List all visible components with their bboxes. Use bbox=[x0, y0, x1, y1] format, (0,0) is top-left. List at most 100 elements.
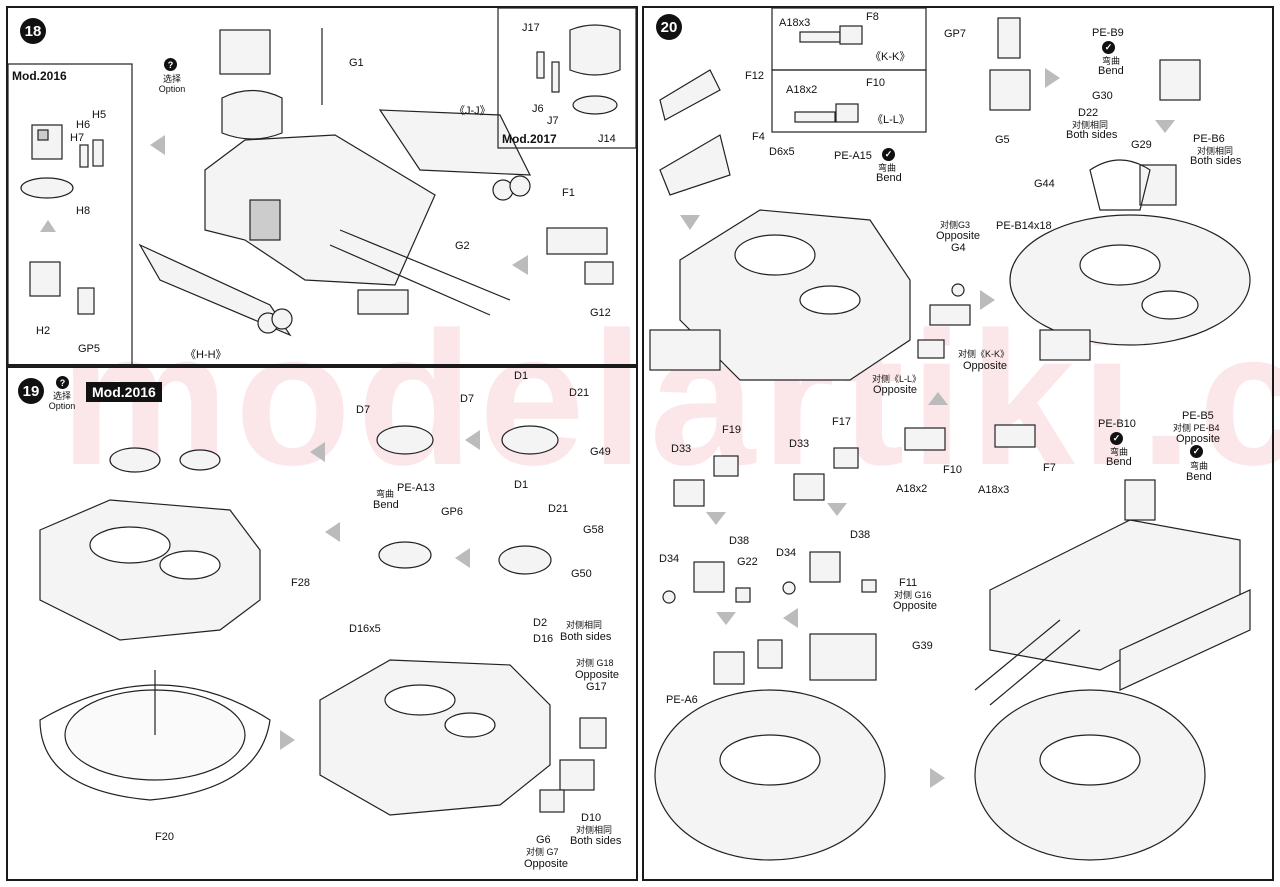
opposite-label: Opposite bbox=[1176, 433, 1221, 445]
part-label: F1 bbox=[562, 187, 575, 199]
mod-2016-title: Mod.2016 bbox=[12, 69, 67, 83]
part-label: H5 bbox=[92, 109, 107, 121]
part-label: G12 bbox=[590, 307, 611, 319]
panel-step-20 bbox=[642, 6, 1274, 881]
mod-2017-title: Mod.2017 bbox=[502, 132, 557, 146]
both-sides-cn: 对侧相同 bbox=[576, 825, 613, 835]
part-label: GP7 bbox=[944, 28, 967, 40]
panel-step-19 bbox=[6, 366, 638, 881]
part-label: F20 bbox=[155, 831, 174, 843]
part-label: D2 bbox=[533, 617, 548, 629]
part-label: G6 bbox=[536, 834, 551, 846]
bend-label-cn: 弯曲 bbox=[1110, 447, 1129, 457]
bend-icon: ✓ bbox=[1102, 41, 1115, 54]
part-label: G1 bbox=[349, 57, 364, 69]
part-label: G2 bbox=[455, 240, 470, 252]
option-label: 选择 Option bbox=[48, 391, 76, 411]
part-label: D16x5 bbox=[349, 623, 381, 635]
part-label: D10 bbox=[581, 812, 602, 824]
part-label: H2 bbox=[36, 325, 51, 337]
part-label: D1 bbox=[514, 479, 529, 491]
part-label: D16 bbox=[533, 633, 554, 645]
part-label: PE-B10 bbox=[1098, 418, 1136, 430]
opposite-label: Opposite bbox=[873, 384, 918, 396]
step-number-19: 19 bbox=[18, 378, 44, 404]
bend-label-cn: 弯曲 bbox=[878, 163, 897, 173]
bend-label-cn: 弯曲 bbox=[1190, 461, 1209, 471]
opposite-label: Opposite bbox=[575, 669, 620, 681]
part-label: A18x2 bbox=[896, 483, 928, 495]
part-label: J17 bbox=[522, 22, 540, 34]
part-label: D33 bbox=[671, 443, 692, 455]
part-label: D7 bbox=[460, 393, 475, 405]
opposite-cn: 对侧 G18 bbox=[576, 658, 614, 668]
part-label: D21 bbox=[569, 387, 590, 399]
opposite-label: Opposite bbox=[963, 360, 1008, 372]
part-label: 《K-K》 bbox=[870, 51, 911, 63]
part-label: D21 bbox=[548, 503, 569, 515]
part-label: J7 bbox=[547, 115, 559, 127]
part-label: D1 bbox=[514, 370, 529, 382]
part-label: G39 bbox=[912, 640, 933, 652]
part-label: 《H-H》 bbox=[185, 349, 227, 361]
step-number-18: 18 bbox=[20, 18, 46, 44]
bend-label: Bend bbox=[1098, 65, 1124, 77]
part-label: PE-B5 bbox=[1182, 410, 1214, 422]
part-label: 《J-J》 bbox=[454, 105, 491, 117]
part-label: F19 bbox=[722, 424, 741, 436]
part-label: G44 bbox=[1034, 178, 1055, 190]
bend-label: Bend bbox=[373, 499, 399, 511]
opposite-label: Opposite bbox=[893, 600, 938, 612]
part-label: D6x5 bbox=[769, 146, 795, 158]
part-label: F12 bbox=[745, 70, 764, 82]
opposite-cn: 对侧G3 bbox=[940, 220, 971, 230]
part-label: D22 bbox=[1078, 107, 1099, 119]
part-label: F4 bbox=[752, 131, 765, 143]
part-label: G58 bbox=[583, 524, 604, 536]
part-label: PE-B6 bbox=[1193, 133, 1225, 145]
part-label: F10 bbox=[943, 464, 962, 476]
bend-label: Bend bbox=[1186, 471, 1212, 483]
part-label: J14 bbox=[598, 133, 616, 145]
part-label: D38 bbox=[850, 529, 871, 541]
part-label: 《L-L》 bbox=[872, 114, 910, 126]
part-label: PE-B9 bbox=[1092, 27, 1124, 39]
option-label: 选择 Option bbox=[158, 74, 186, 94]
part-label: GP6 bbox=[441, 506, 464, 518]
part-label: H8 bbox=[76, 205, 91, 217]
part-label: F17 bbox=[832, 416, 851, 428]
panel-step-18 bbox=[6, 6, 638, 366]
part-label: G49 bbox=[590, 446, 611, 458]
both-sides-label: Both sides bbox=[560, 631, 612, 643]
part-label: PE-A6 bbox=[666, 694, 698, 706]
part-label: G22 bbox=[737, 556, 758, 568]
part-label: D33 bbox=[789, 438, 810, 450]
part-label: GP5 bbox=[78, 343, 101, 355]
option-icon: ? bbox=[56, 376, 69, 389]
part-label: D34 bbox=[776, 547, 797, 559]
opposite-cn: 对侧《L-L》 bbox=[872, 374, 922, 384]
opposite-cn: 对侧 PE-B4 bbox=[1173, 423, 1220, 433]
both-sides-cn: 对侧相同 bbox=[1197, 146, 1234, 156]
opposite-cn: 对侧 G7 bbox=[526, 847, 559, 857]
both-sides-label: Both sides bbox=[1066, 129, 1118, 141]
part-label: F11 bbox=[899, 577, 918, 589]
part-label: PE-A13 bbox=[397, 482, 435, 494]
bend-label: Bend bbox=[876, 172, 902, 184]
part-label: G29 bbox=[1131, 139, 1152, 151]
bend-icon: ✓ bbox=[1110, 432, 1123, 445]
part-label: G5 bbox=[995, 134, 1010, 146]
part-label: D34 bbox=[659, 553, 680, 565]
part-label: D7 bbox=[356, 404, 371, 416]
both-sides-label: Both sides bbox=[1190, 155, 1242, 167]
opposite-cn: 对侧 G16 bbox=[894, 590, 932, 600]
opposite-label: Opposite bbox=[524, 858, 569, 870]
both-sides-cn: 对侧相同 bbox=[566, 620, 603, 630]
bend-label-cn: 弯曲 bbox=[1102, 56, 1121, 66]
part-label: D38 bbox=[729, 535, 750, 547]
step-number-20: 20 bbox=[656, 14, 682, 40]
part-label: G4 bbox=[951, 242, 966, 254]
part-label: A18x2 bbox=[786, 84, 818, 96]
both-sides-cn: 对侧相同 bbox=[1072, 120, 1109, 130]
bend-icon: ✓ bbox=[882, 148, 895, 161]
